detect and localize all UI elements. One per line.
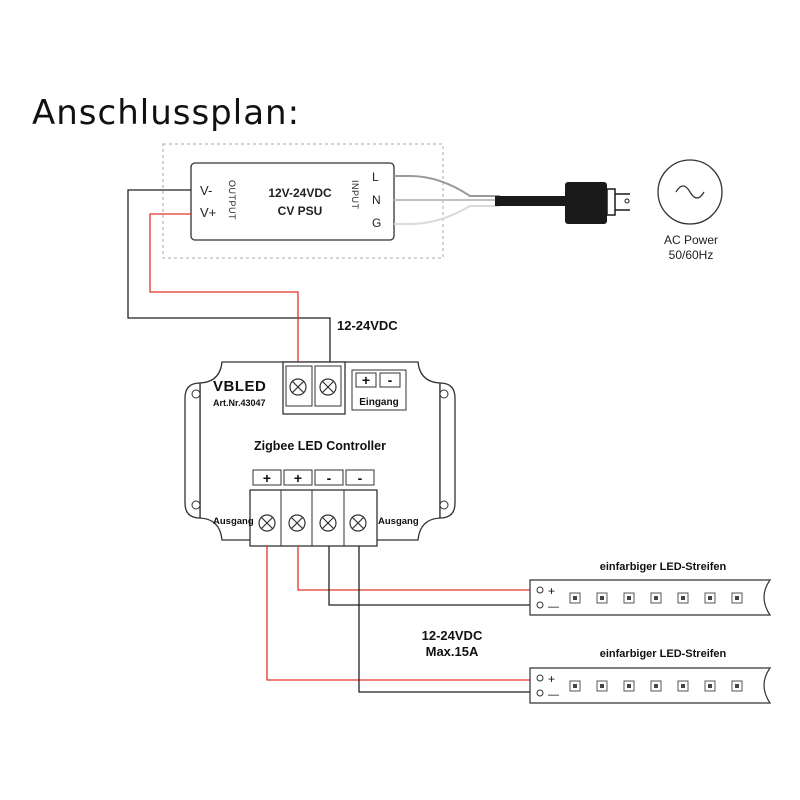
controller-brand: VBLED	[213, 378, 266, 395]
mount-hole	[191, 500, 201, 510]
strip-1-pad	[536, 586, 544, 594]
strip-1-pad	[536, 601, 544, 609]
mount-hole	[439, 500, 449, 510]
supply-voltage-label: 12-24VDC	[337, 318, 398, 333]
output-sign-4: -	[358, 470, 363, 486]
controller-flange	[439, 382, 456, 519]
mount-hole	[191, 389, 201, 399]
psu-input-label: INPUT	[350, 180, 360, 210]
output-sign-2: +	[294, 470, 302, 486]
wire-dc-plus	[149, 213, 299, 372]
input-minus-box	[379, 372, 401, 388]
psu-type: CV PSU	[278, 204, 323, 218]
input-plus-box	[355, 372, 377, 388]
strip-2-plus: +	[548, 672, 555, 686]
input-minus-sign: -	[388, 372, 393, 388]
ac-power-label: AC Power	[664, 233, 718, 247]
input-plus-sign: +	[362, 372, 370, 388]
strip-1-label: einfarbiger LED-Streifen	[600, 561, 727, 573]
ac-plug	[565, 182, 607, 224]
sine-wave-icon	[675, 185, 705, 199]
strip-2-pad	[536, 674, 544, 682]
output-label-right: Ausgang	[378, 516, 419, 527]
wire-out-minus-2	[358, 546, 534, 693]
psu-l: L	[372, 170, 379, 184]
wire-out-plus-2	[266, 546, 534, 681]
output-sign-3: -	[327, 470, 332, 486]
psu-v-minus: V-	[200, 183, 212, 198]
psu-n: N	[372, 193, 381, 207]
screw-icon	[258, 514, 276, 532]
screw-icon	[288, 514, 306, 532]
led-strip-2	[529, 667, 772, 704]
wire-out-plus-1	[297, 546, 534, 591]
plug-pin-hole	[624, 198, 630, 204]
led-strip-1	[529, 579, 772, 616]
output-polarity-row	[252, 469, 375, 486]
page-title: Anschlussplan:	[32, 93, 300, 133]
mount-hole	[439, 389, 449, 399]
psu-g: G	[372, 216, 381, 230]
controller-article: Art.Nr.43047	[213, 398, 266, 408]
strip-2-minus: —	[548, 689, 559, 701]
psu-v-plus: V+	[200, 205, 216, 220]
psu-model: 12V-24VDC	[268, 186, 332, 200]
wire-ac-g	[394, 205, 500, 225]
plug-neck	[606, 188, 616, 216]
strip-2-label: einfarbiger LED-Streifen	[600, 648, 727, 660]
psu-output-label: OUTPUT	[227, 180, 237, 220]
controller-flange	[184, 382, 201, 519]
strip-1-plus: +	[548, 584, 555, 598]
strip-2-leds	[569, 680, 743, 692]
output-voltage-label: 12-24VDC	[422, 628, 483, 643]
wire-dc-minus	[127, 189, 331, 372]
output-label-left: Ausgang	[213, 516, 254, 527]
ac-frequency-label: 50/60Hz	[669, 248, 714, 262]
output-sign-1: +	[263, 470, 271, 486]
input-label: Eingang	[359, 397, 398, 408]
strip-2-pad	[536, 689, 544, 697]
wire-out-minus-1	[328, 546, 534, 606]
screw-icon	[319, 514, 337, 532]
strip-1-leds	[569, 592, 743, 604]
output-current-label: Max.15A	[426, 644, 479, 659]
screw-icon	[349, 514, 367, 532]
power-supply	[190, 162, 395, 241]
strip-1-minus: —	[548, 601, 559, 613]
screw-icon	[319, 378, 337, 396]
controller-name: Zigbee LED Controller	[254, 439, 386, 453]
screw-icon	[289, 378, 307, 396]
wire-ac-l	[394, 175, 500, 197]
